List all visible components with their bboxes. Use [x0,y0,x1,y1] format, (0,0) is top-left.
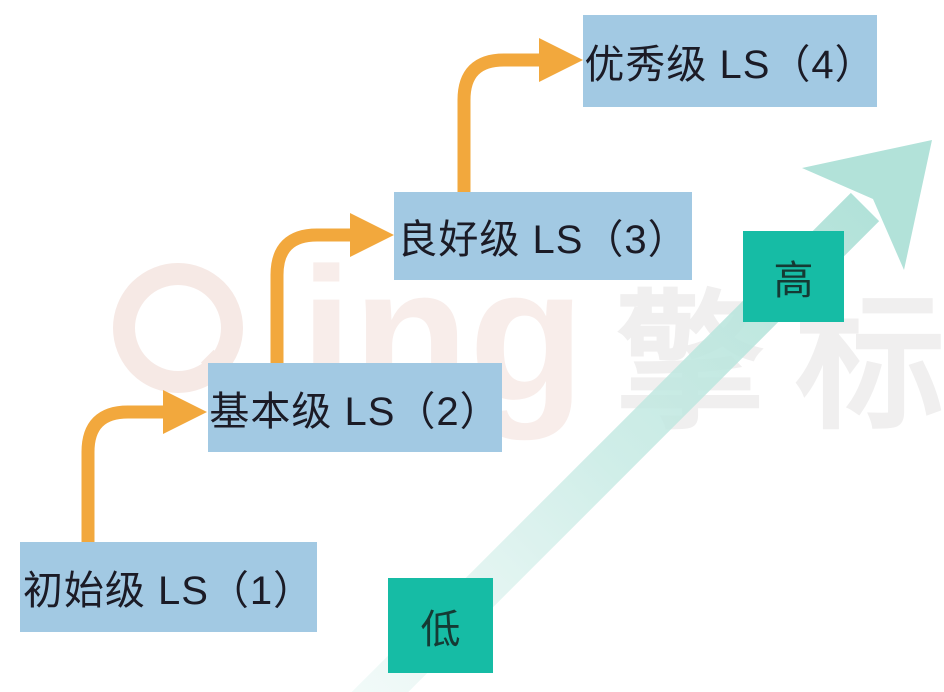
level-label-basic: 基本级 LS（2） [209,389,501,434]
trend-arrow-head-icon [802,140,932,270]
level-label-good: 良好级 LS（3） [397,218,689,262]
level-box-initial: 初始级 LS（1） [20,542,317,632]
step-arrow-3-icon [457,38,583,193]
step-arrow-1-icon [81,390,207,543]
step-arrow-2-icon [270,213,394,364]
level-box-excellent: 优秀级 LS（4） [583,15,877,107]
scale-low-label: 低 [420,607,461,652]
step-arrow-2-head-icon [350,213,394,257]
step-arrow-2-line [270,228,352,364]
level-box-good: 良好级 LS（3） [394,192,692,280]
level-label-excellent: 优秀级 LS（4） [584,43,876,87]
scale-high-badge: 高 [743,231,844,322]
level-label-initial: 初始级 LS（1） [22,569,315,613]
scale-low-badge: 低 [388,578,493,673]
step-arrow-1-head-icon [163,390,207,434]
step-arrow-1-line [81,405,165,543]
step-arrow-3-line [457,53,541,193]
level-box-basic: 基本级 LS（2） [208,363,502,452]
step-arrow-3-head-icon [539,38,583,82]
scale-high-label: 高 [773,258,814,303]
watermark-q-ring-icon [113,263,243,393]
